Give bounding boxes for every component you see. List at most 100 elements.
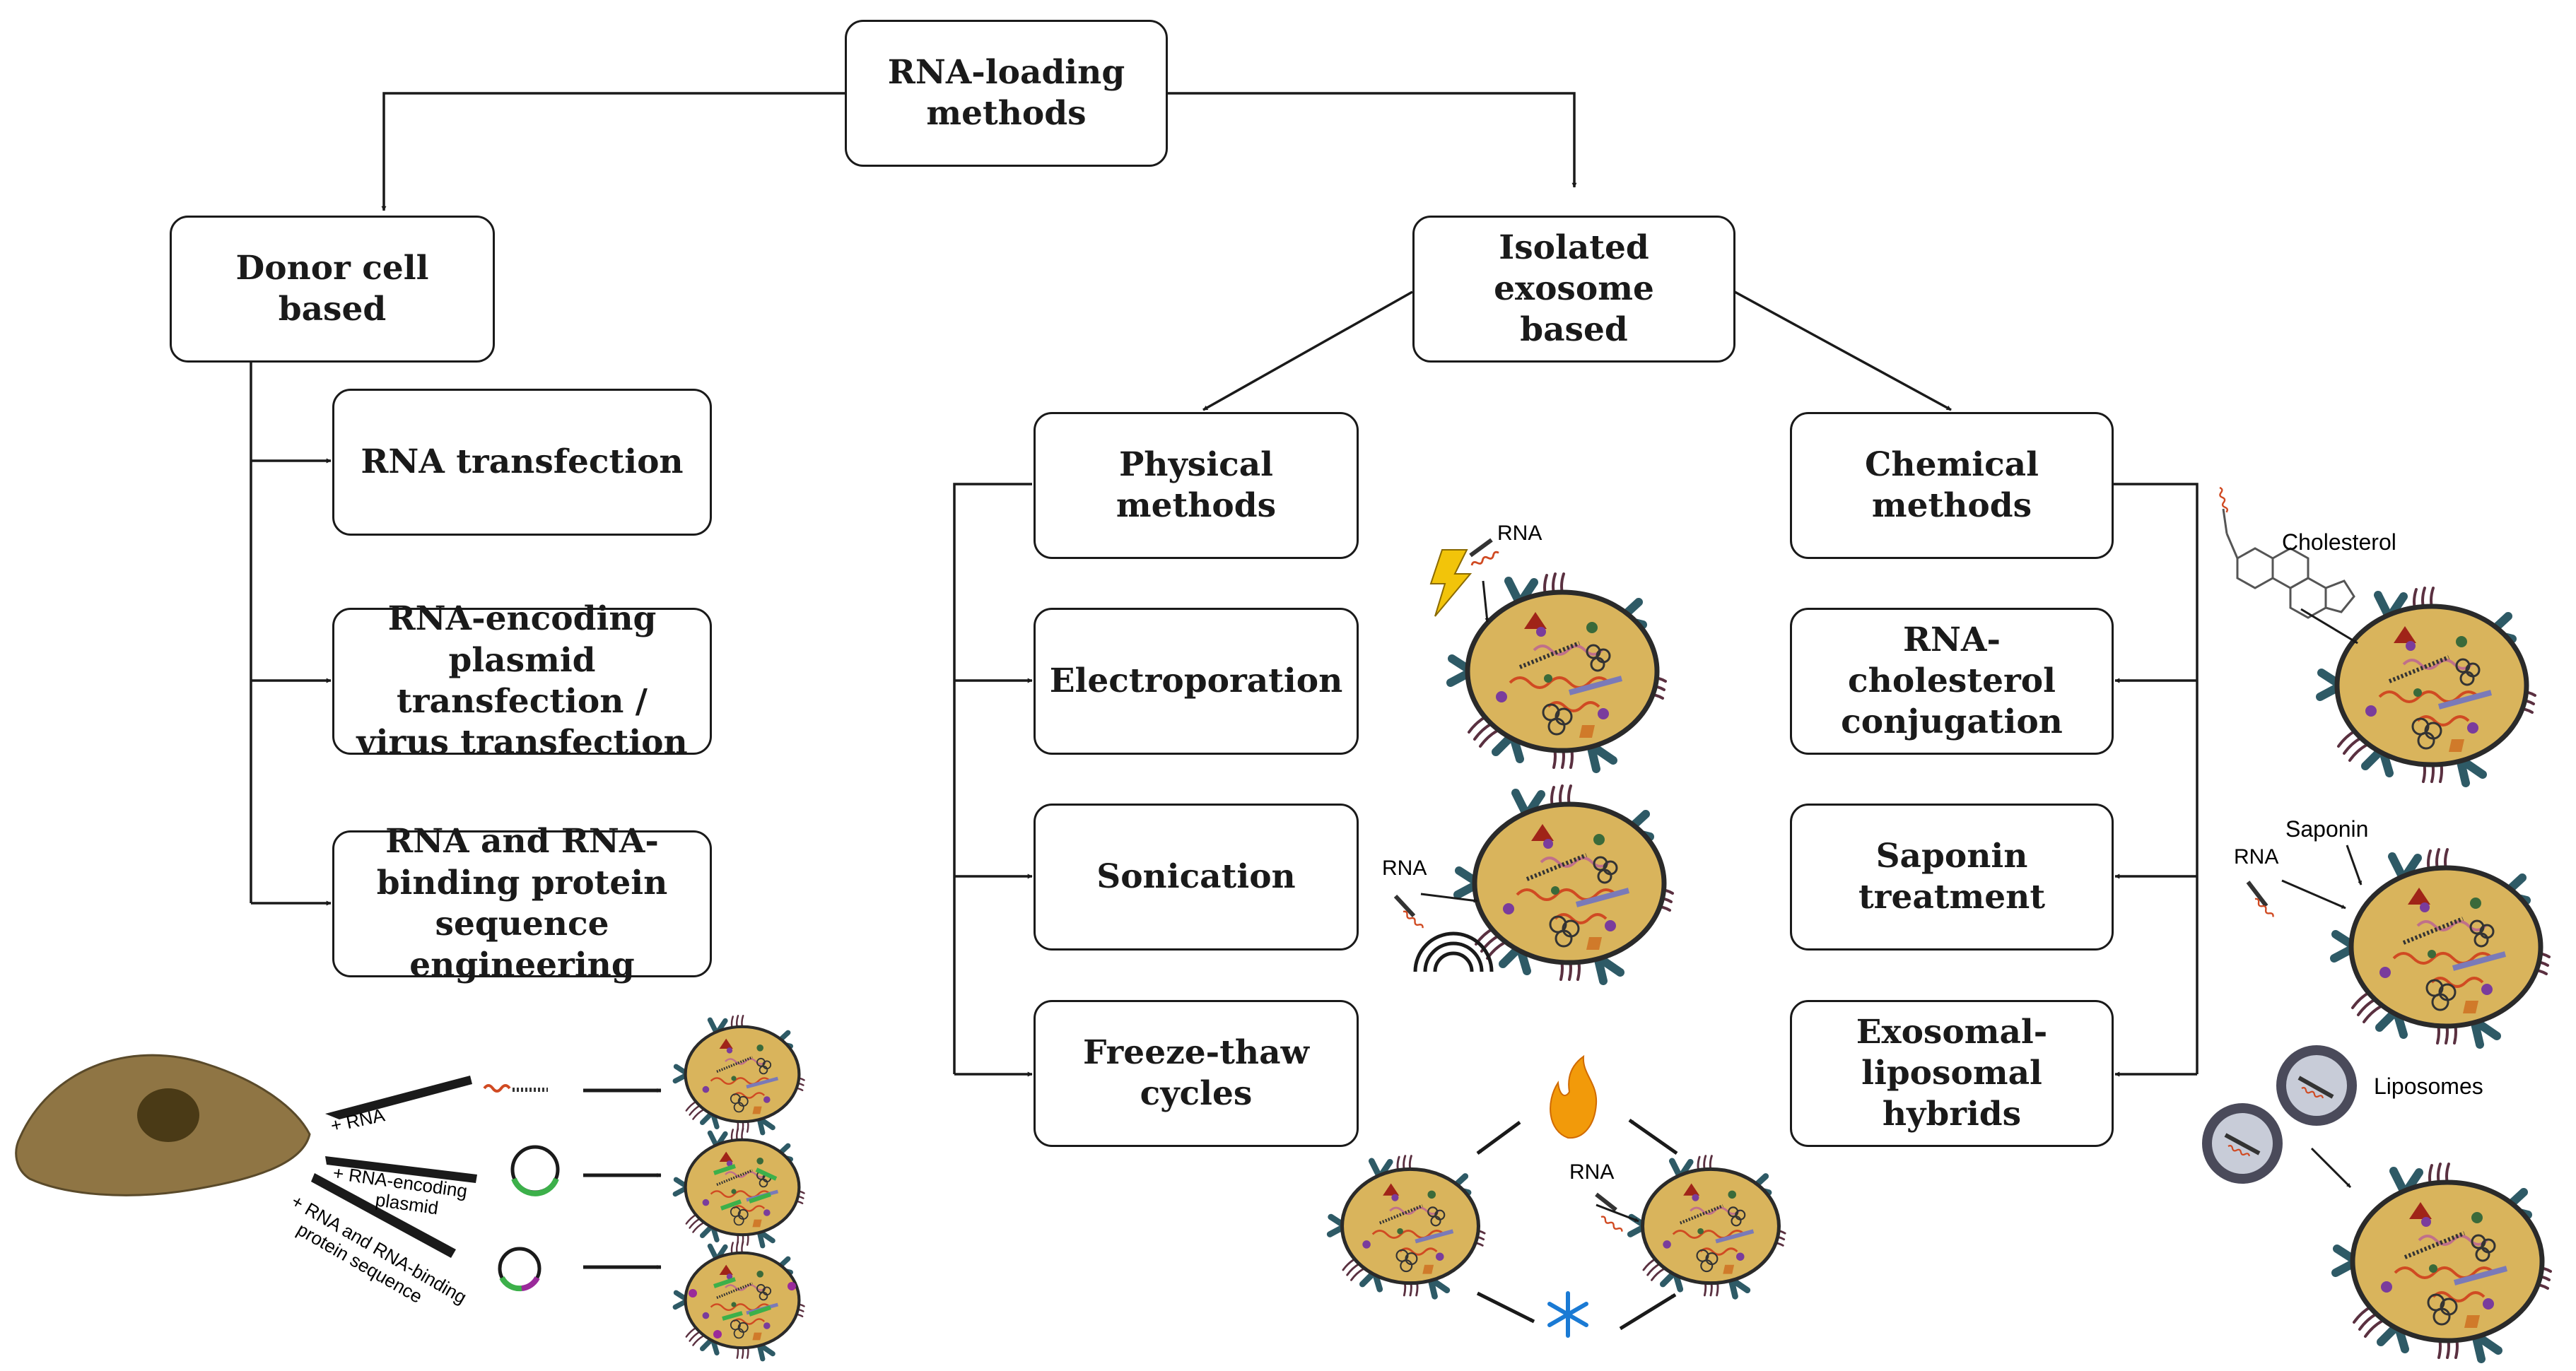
arrow-flame-to-left [1476,1120,1521,1155]
label-saponin: Saponin [2285,816,2368,842]
node-label: RNA transfection [361,442,683,483]
plasmid-protein-mark [521,1276,540,1291]
node-label-line: RNA and RNA- [385,822,659,861]
freeze-thaw-node: Freeze-thaw cycles [1034,1000,1359,1147]
exosome-saponin [2334,849,2549,1045]
arrow-to-rna [325,1076,472,1119]
exosome-liposomal-hybrid [2336,1164,2551,1359]
exosome-electroporation [1451,574,1665,769]
hybrids-node: Exosomal-liposomal hybrids [1790,1000,2114,1147]
label-rna-sonication: RNA [1382,857,1427,880]
arrow-rna-saponin-into-exosome [2281,879,2346,910]
electroporation-illustration: RNA [1429,522,1665,769]
node-label-line: based [1520,310,1628,350]
node-label-line: Chemical methods [1865,445,2039,525]
flame-icon [1550,1054,1598,1139]
node-label: Saponin treatment [1802,836,2102,919]
lightning-bolt-icon [1429,549,1473,617]
sonication-node: Sonication [1034,804,1359,951]
arrow-sonication-into-exosome [1420,893,1478,903]
rna-strand-cholesterol [2217,486,2229,514]
snowflake-icon [1547,1291,1588,1338]
physical-methods-node: Physical methods [1034,412,1359,559]
electroporation-node: Electroporation [1034,608,1359,755]
node-label-line: Electroporation [1049,661,1343,700]
node-label-line: conjugation [1841,702,2063,742]
arrow-snowflake-to-right [1619,1293,1677,1331]
node-label-line: binding protein [376,863,668,902]
donor-cell-node: Donor cell based [170,216,495,363]
plasmid-insert [511,1177,559,1196]
exosome-plasmid-loaded [675,1129,804,1246]
node-label-line: Isolated exosome [1494,228,1654,308]
connector-isolated-to-chemical [1734,290,1952,411]
node-label-line: Sonication [1096,857,1296,896]
arrow-left-to-snowflake [1476,1291,1535,1324]
donor-cell-illustration: + RNA + RNA-encoding plasmid + RNA and R… [15,1016,804,1359]
connector-root-to-isolated [1168,92,1577,188]
rna-bar-sonication [1393,894,1416,918]
exosome-cholesterol [2320,588,2535,783]
liposome-illustration: Liposomes [2202,1045,2551,1359]
rna-transfection-node: RNA transfection [332,389,712,536]
plasmid-protein-insert [499,1276,522,1292]
nucleus [137,1088,199,1142]
freeze-thaw-illustration: RNA [1330,1054,1785,1338]
connector-root-to-donor [381,92,845,211]
rna-strand-icon [484,1085,548,1091]
label-rna-saponin: RNA [2234,845,2278,869]
node-label-line: Saponin treatment [1858,836,2046,917]
saponin-treatment-node: Saponin treatment [1790,804,2114,951]
node-label-line: plasmid transfection / [397,640,648,721]
connector-isolated-to-physical [1202,290,1413,411]
rna-strand-freeze-thaw [1599,1214,1624,1234]
node-label: Sonication [1096,857,1295,898]
exosome-protein-loaded [675,1242,804,1359]
arrow-cholesterol-into-exosome [2300,608,2358,645]
rna-bar-electroporation [1469,538,1493,558]
node-label-line: Freeze-thaw cycles [1082,1032,1309,1113]
node-label: Electroporation [1050,661,1343,702]
node-label-line: RNA-loading [887,52,1125,92]
node-label-line: Exosomal- [1856,1012,2048,1052]
label-liposomes: Liposomes [2374,1073,2483,1099]
node-label-line: methods [926,94,1087,133]
node-label: Freeze-thaw cycles [1046,1032,1347,1115]
node-label-line: liposomal hybrids [1861,1053,2042,1134]
sonication-illustration: RNA [1382,786,1673,981]
arrow-to-plasmid [325,1156,477,1183]
label-rna-electroporation: RNA [1497,522,1542,545]
arrow-rna-to-exosome-right [1596,1204,1639,1223]
node-label-line: RNA transfection [361,442,684,481]
exosome-rna-loaded [675,1016,804,1133]
cholesterol-molecule-icon [2222,508,2355,619]
exosome-freeze-right [1630,1156,1785,1297]
saponin-illustration: Saponin RNA [2234,816,2549,1045]
label-plus-rna: + RNA [329,1104,387,1136]
node-label: Physical methods [1046,445,1347,527]
sound-wave-icon [1413,931,1494,972]
node-label: Donor cell based [182,248,483,331]
node-label-line: virus transfection [356,723,688,763]
arrow-rna-into-exosome [1482,580,1489,623]
node-label: Chemical methods [1802,445,2102,527]
arrow-saponin-to-membrane [2346,845,2363,885]
arrow-to-protein [311,1173,456,1258]
node-label-line: RNA-cholesterol [1848,620,2056,700]
chemical-methods-node: Chemical methods [1790,412,2114,559]
arrow-right-to-flame [1628,1118,1678,1155]
node-label-line: sequence engineering [409,905,635,985]
exosome-freeze-left [1330,1156,1485,1297]
node-label-line: Donor cell based [235,248,429,329]
